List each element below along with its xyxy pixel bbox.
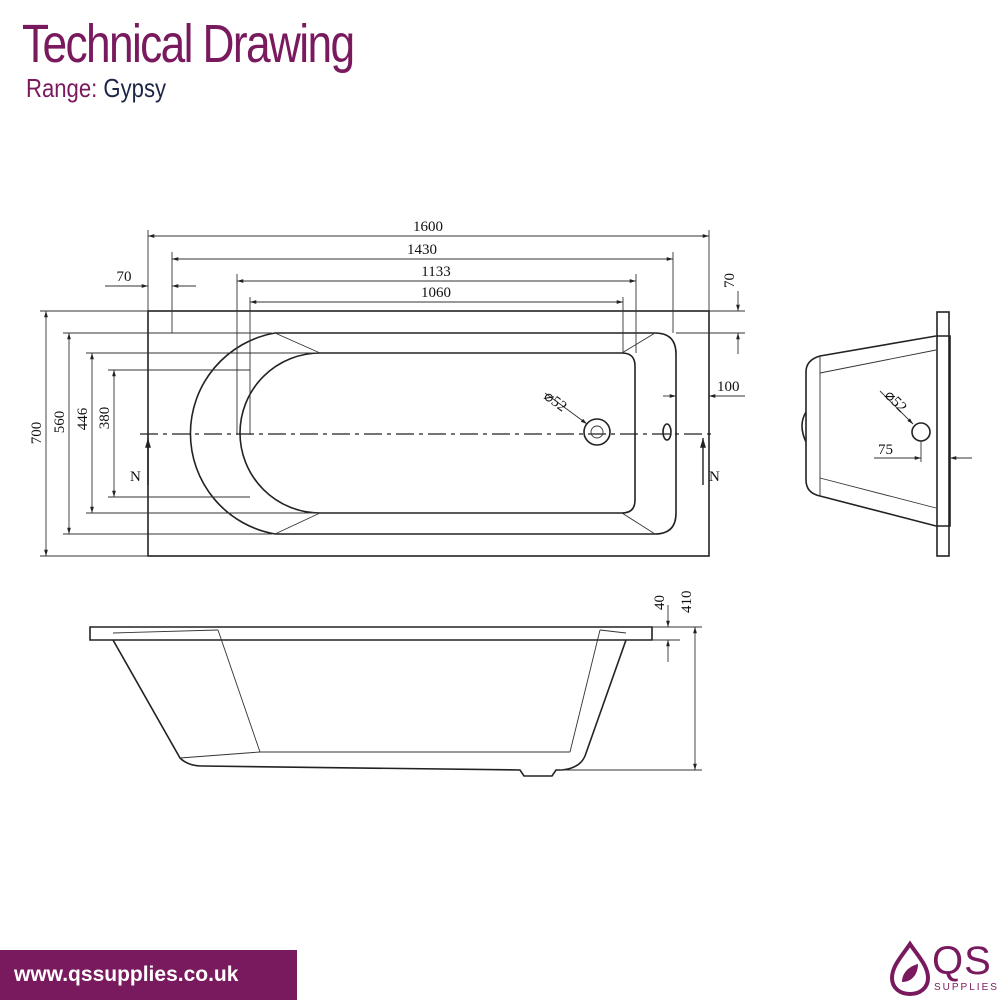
plan-waste-outlet-inner: [590, 425, 604, 439]
end-view-body: [805, 335, 951, 527]
dim-length-1430: 1430: [407, 242, 437, 258]
logo-subtext: SUPPLIES: [934, 982, 999, 993]
dim-length-1060: 1060: [421, 285, 451, 301]
end-view: ⌀52 75: [801, 311, 972, 557]
side-view-body: [112, 639, 627, 777]
dim-overall-width: 700: [29, 422, 45, 445]
dim-rim-left: 70: [117, 269, 132, 285]
end-dim-waste-offset: 75: [878, 442, 893, 458]
plan-corner-lines: [274, 332, 656, 535]
side-dim-overall-height: 410: [679, 591, 695, 614]
range-line: Range: Gypsy: [26, 72, 166, 104]
logo-text: QS: [932, 939, 992, 983]
plan-bath-floor: [239, 352, 636, 514]
dim-width-560: 560: [52, 411, 68, 434]
dim-waste-diameter: ⌀52: [541, 388, 570, 415]
dim-length-1133: 1133: [421, 264, 450, 280]
side-view-rim: [89, 626, 653, 641]
plan-overflow: [662, 423, 672, 441]
end-dim-waste-diameter: ⌀52: [881, 388, 909, 416]
plan-view: N N: [130, 310, 720, 557]
range-value: Gypsy: [103, 73, 167, 103]
end-view-flange: [936, 311, 950, 557]
page-title: Technical Drawing: [22, 14, 355, 74]
side-view: 40 410: [89, 591, 702, 777]
dim-waste-offset: 100: [717, 379, 740, 395]
footer-bar: [0, 950, 297, 1000]
droplet-leaf-icon: [889, 940, 931, 996]
range-label: Range:: [26, 73, 98, 103]
plan-vertical-dimensions: 700 560 446 380: [29, 310, 318, 557]
plan-waste-outlet: [583, 418, 611, 446]
website-link[interactable]: www.qssupplies.co.uk: [14, 963, 239, 986]
section-marker-left: N: [130, 469, 141, 485]
plan-horizontal-dimensions: 1600 1430 1133 1060 70 70 100 ⌀52: [105, 219, 745, 435]
end-view-waste: [911, 422, 931, 442]
dim-overall-length: 1600: [413, 219, 443, 235]
section-marker-right: N: [709, 469, 720, 485]
side-dim-rim-height: 40: [652, 595, 668, 610]
dim-rim-right: 70: [722, 273, 738, 288]
dim-width-446: 446: [75, 407, 91, 430]
dim-width-380: 380: [97, 407, 113, 430]
